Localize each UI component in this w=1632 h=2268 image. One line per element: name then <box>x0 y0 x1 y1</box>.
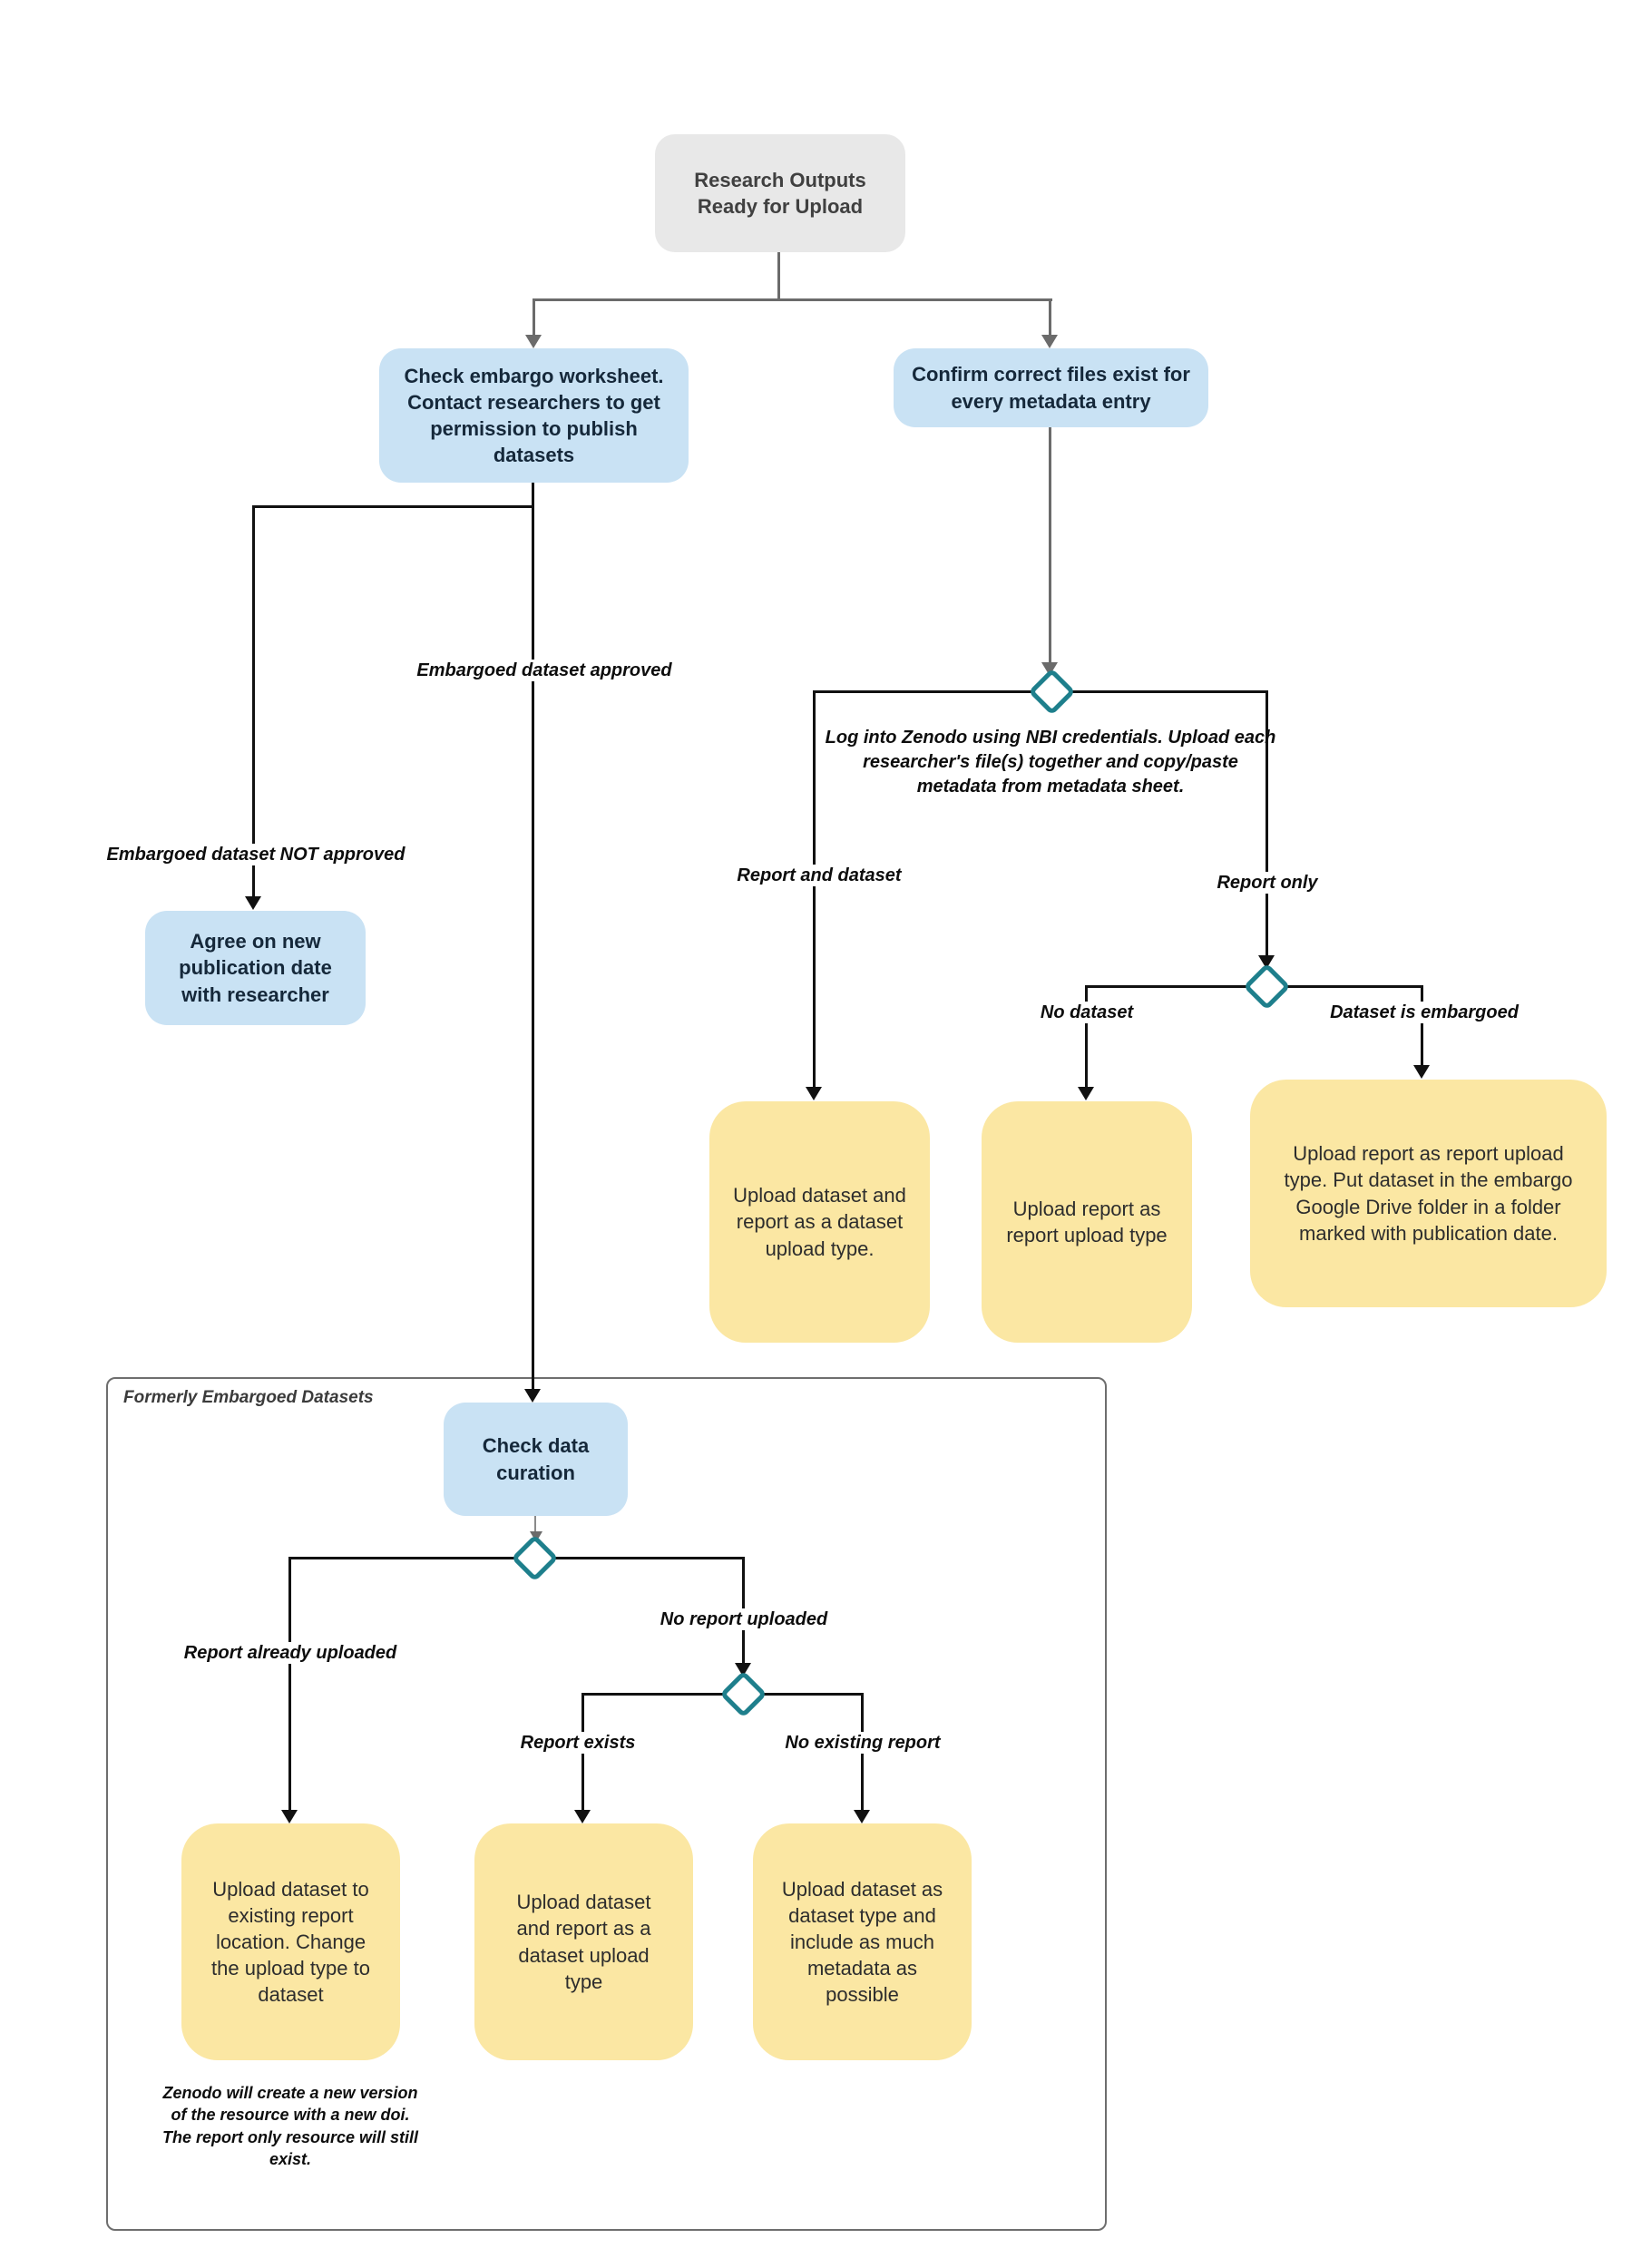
connector-report-only <box>1266 690 1268 956</box>
connector-fork-left <box>533 298 535 337</box>
edge-label-report-already-uploaded: Report already uploaded <box>178 1642 403 1664</box>
upload-dataset-metadata-node: Upload dataset as dataset type and inclu… <box>753 1823 972 2060</box>
zenodo-version-note: Zenodo will create a new version of the … <box>161 2084 419 2168</box>
arrowhead-to-upload-report-embargo <box>1413 1065 1430 1079</box>
connector-start-stem <box>777 252 780 301</box>
edge-label-report-and-dataset: Report and dataset <box>731 865 907 886</box>
agree-new-date-node: Agree on new publication date with resea… <box>145 911 366 1025</box>
edge-label-no-existing-report: No existing report <box>779 1732 946 1754</box>
check-embargo-node: Check embargo worksheet. Contact researc… <box>379 348 689 483</box>
arrowhead-to-upload-report-type <box>1078 1087 1094 1100</box>
arrowhead-to-upload-dataset-metadata <box>854 1810 870 1823</box>
edge-label-no-dataset: No dataset <box>1034 1002 1139 1023</box>
connector-start-fork <box>533 298 1052 301</box>
connector-no-dataset <box>1085 985 1088 1088</box>
connector-embargo-approved <box>532 479 534 1392</box>
confirm-files-node: Confirm correct files exist for every me… <box>894 348 1208 427</box>
group-label: Formerly Embargoed Datasets <box>123 1388 374 1407</box>
upload-report-type-node: Upload report as report upload type <box>982 1101 1192 1343</box>
arrowhead-to-upload-dataset-report-2 <box>574 1810 591 1823</box>
formerly-embargoed-group <box>106 1377 1107 2231</box>
check-curation-node: Check data curation <box>444 1403 628 1516</box>
edge-label-not-approved: Embargoed dataset NOT approved <box>101 844 411 865</box>
edge-label-report-exists: Report exists <box>514 1732 641 1754</box>
arrowhead-to-upload-existing <box>281 1810 298 1823</box>
arrowhead-to-confirm-files <box>1041 335 1058 348</box>
connector-report-already <box>288 1557 291 1812</box>
connector-not-approved-h <box>252 505 534 508</box>
decision-report-only-diamond <box>1243 963 1291 1011</box>
arrowhead-to-report-exists-decision <box>735 1663 751 1677</box>
upload-report-embargo-node: Upload report as report upload type. Put… <box>1250 1080 1607 1307</box>
arrowhead-to-check-embargo <box>525 335 542 348</box>
edge-label-dataset-embargoed: Dataset is embargoed <box>1324 1002 1524 1023</box>
arrowhead-to-report-only-decision <box>1258 955 1275 969</box>
connector-fork-right <box>1049 298 1051 337</box>
connector-dataset-embargoed <box>1421 985 1423 1067</box>
edge-label-no-report-uploaded: No report uploaded <box>654 1608 834 1630</box>
connector-confirm-to-decision <box>1049 426 1051 664</box>
decision-upload-type-diamond <box>1028 668 1076 716</box>
upload-dataset-report-node: Upload dataset and report as a dataset u… <box>709 1101 930 1343</box>
upload-existing-location-node: Upload dataset to existing report locati… <box>181 1823 400 2060</box>
edge-label-approved: Embargoed dataset approved <box>411 660 678 681</box>
start-node: Research Outputs Ready for Upload <box>655 134 905 252</box>
zenodo-instructions-note: Log into Zenodo using NBI credentials. U… <box>825 728 1276 797</box>
arrowhead-to-check-curation <box>524 1389 541 1403</box>
connector-not-approved-v <box>252 505 255 897</box>
upload-dataset-report-2-node: Upload dataset and report as a dataset u… <box>474 1823 693 2060</box>
arrowhead-to-agree-date <box>245 896 261 910</box>
connector-report-and-dataset <box>813 690 816 1088</box>
edge-label-report-only: Report only <box>1211 872 1324 894</box>
arrowhead-to-upload-dataset-report <box>806 1087 822 1100</box>
connector-curation-to-decision <box>534 1516 536 1533</box>
